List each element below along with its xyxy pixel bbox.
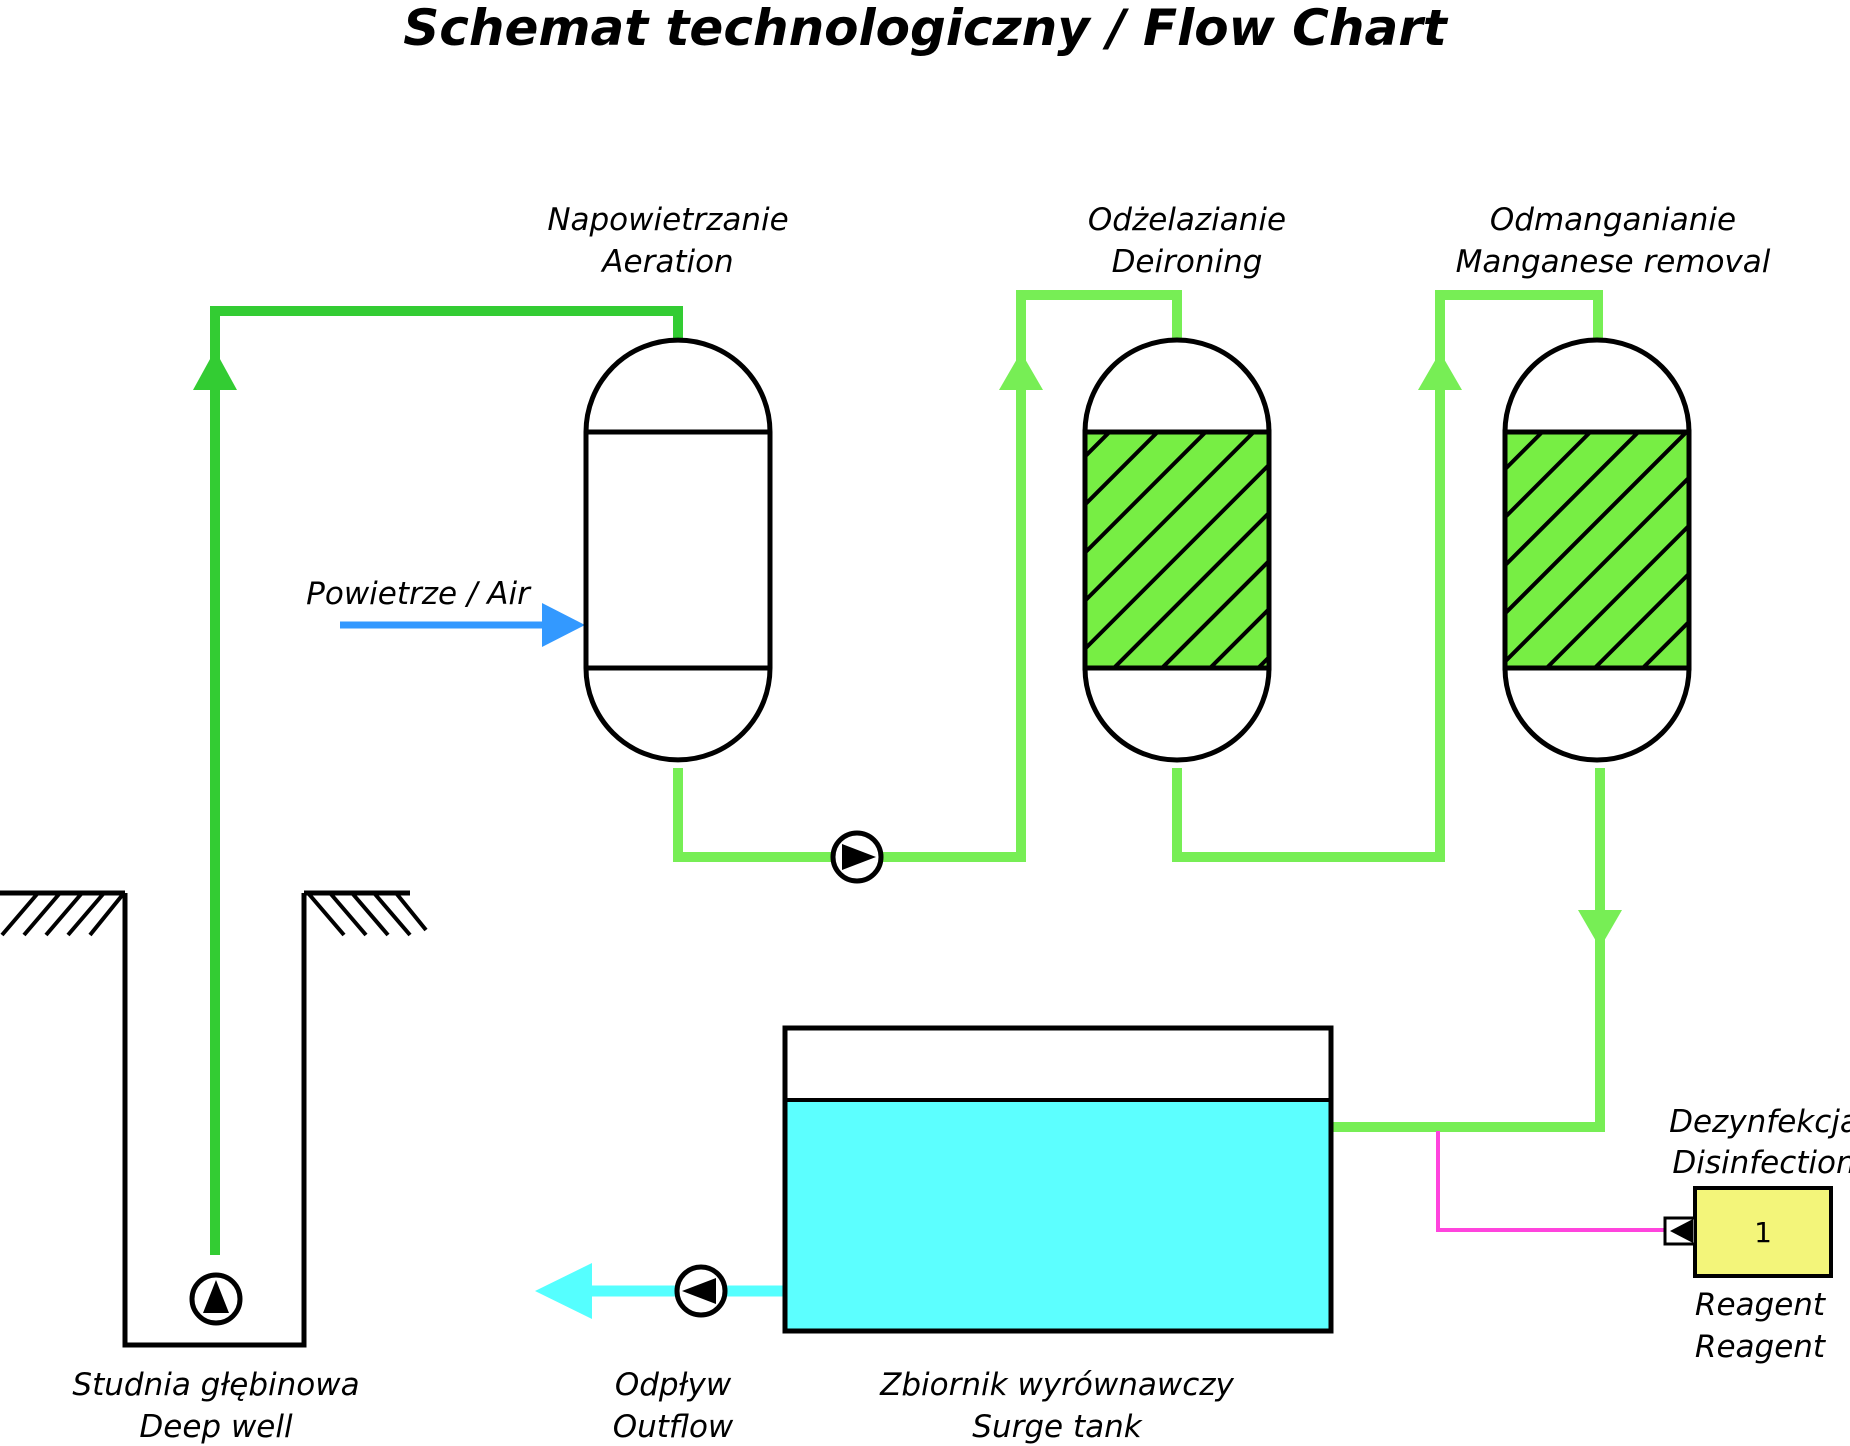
air-label: Powietrze / Air — [306, 576, 532, 612]
air-arrow-right — [542, 603, 585, 647]
tank-label-en: Surge tank — [972, 1409, 1142, 1445]
outflow-arrow-left — [535, 1263, 592, 1319]
tank-label-pl: Zbiornik wyrównawczy — [879, 1367, 1234, 1403]
outflow-label-en: Outflow — [613, 1409, 734, 1445]
deep-well-shaft — [122, 893, 307, 1348]
disinfection-label-pl: Dezynfekcja — [1669, 1104, 1850, 1140]
aeration-to-deironing-pipe — [673, 290, 1182, 862]
aeration-vessel — [583, 337, 773, 763]
raw-water-pipe — [210, 306, 683, 1255]
deironing-to-manganese-pipe — [1172, 290, 1603, 862]
surge-tank — [782, 1025, 1334, 1334]
manganese-filter-media — [1502, 429, 1692, 671]
deironing-label-pl: Odżelazianie — [1088, 202, 1286, 238]
page-title: Schemat technologiczny / Flow Chart — [403, 0, 1449, 57]
outflow-pump-icon — [674, 1264, 728, 1318]
manganese-label-en: Manganese removal — [1456, 244, 1771, 280]
ground-hatching-right — [306, 891, 428, 937]
tank-inlet-arrow-down — [1578, 910, 1622, 948]
raw-water-arrow-up — [193, 350, 237, 390]
disinfection-label-en: Disinfection — [1672, 1145, 1850, 1181]
surge-tank-water — [785, 1100, 1331, 1331]
manganese-to-tank-pipe — [1331, 768, 1605, 1132]
reagent-line — [1436, 1131, 1665, 1232]
reagent-label-en: Reagent — [1695, 1329, 1827, 1365]
well-label-pl: Studnia głębinowa — [72, 1367, 359, 1403]
deironing-inlet-arrow-up — [999, 352, 1043, 390]
reagent-dosing-arrow — [1670, 1219, 1693, 1243]
reagent-label-pl: Reagent — [1695, 1287, 1827, 1323]
well-label-en: Deep well — [139, 1409, 293, 1445]
manganese-inlet-arrow-up — [1418, 352, 1462, 390]
ground-hatching-left — [0, 891, 126, 937]
manganese-label-pl: Odmanganianie — [1490, 202, 1736, 238]
deironing-filter-media — [1082, 429, 1272, 671]
aeration-label-en: Aeration — [600, 244, 733, 280]
outflow-label-pl: Odpływ — [615, 1367, 732, 1403]
aeration-label-pl: Napowietrzanie — [547, 202, 788, 238]
well-pump-icon — [189, 1272, 243, 1326]
transfer-pump-icon — [830, 830, 884, 884]
reagent-number: 1 — [1754, 1216, 1772, 1249]
deironing-label-en: Deironing — [1112, 244, 1263, 280]
